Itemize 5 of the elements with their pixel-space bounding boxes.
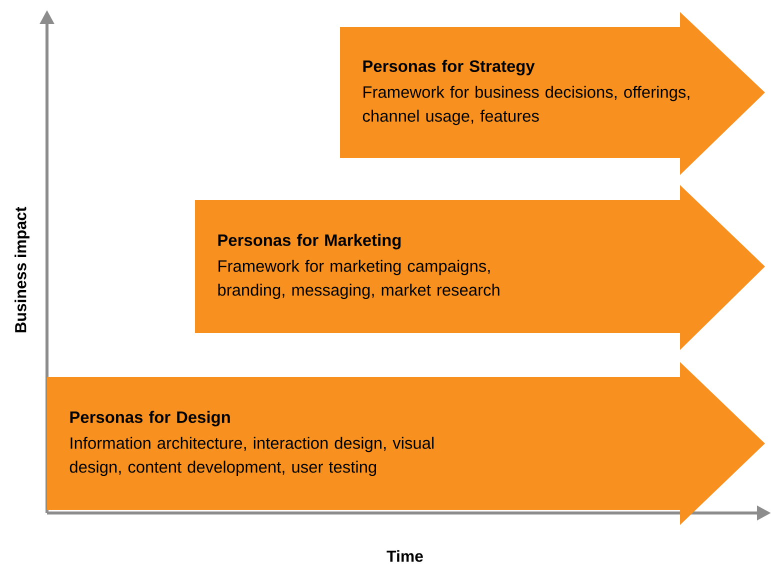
arrow-box: Personas for Strategy Framework for business decisions, offerings, channel usage, features: [340, 12, 765, 175]
axis-label: Time: [386, 550, 423, 562]
axis-label: Business impact: [14, 206, 30, 332]
arrow-box: Personas for Design Information architecture, interaction design, visual design, content development, user testing: [47, 362, 765, 525]
arrow-box: Personas for Marketing Framework for marketing campaigns, branding, messaging, market research: [195, 185, 765, 350]
